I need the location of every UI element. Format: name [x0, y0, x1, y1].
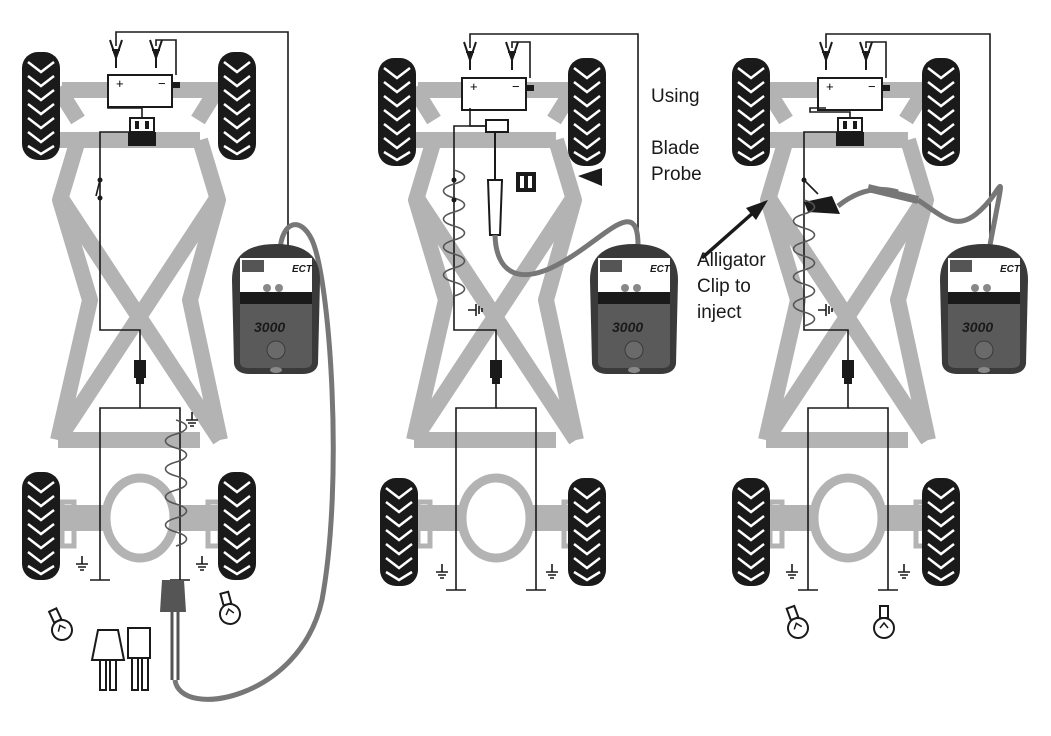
ect-tester: ECT OPEN SHORT 3000 — [590, 244, 678, 374]
battery-plus-label: + — [826, 79, 834, 94]
alligator-clip-callout: Alligator Clip to inject — [697, 250, 766, 323]
ground-symbol — [435, 563, 449, 579]
spare-connector — [127, 627, 151, 691]
bulb — [873, 605, 895, 639]
battery-plus-label: + — [470, 79, 478, 94]
removed-fuse — [516, 172, 536, 192]
blade-probe — [486, 132, 641, 278]
tire-rear-left — [730, 476, 772, 588]
device-model-label: ECT — [292, 264, 313, 275]
tester-lead — [172, 222, 336, 702]
ground-symbol — [785, 563, 799, 579]
fuse-slot — [485, 119, 509, 133]
open-label: OPEN — [244, 286, 264, 293]
wire-connector — [134, 360, 146, 384]
tire-rear-left — [20, 470, 62, 582]
ect-tester: ECT OPEN SHORT 3000 — [940, 244, 1028, 374]
battery-minus-label: − — [512, 79, 520, 94]
tire-rear-left — [378, 476, 420, 588]
circuit-wiring — [453, 33, 639, 590]
short-label: SHORT — [992, 286, 1017, 293]
panel-2: + − — [376, 33, 641, 591]
battery-minus-label: − — [158, 76, 166, 91]
fuse-box — [127, 117, 157, 147]
counter-label: 3000 — [962, 319, 993, 335]
panel-1: + − — [20, 31, 336, 702]
tire-rear-right — [920, 476, 962, 588]
wire-connector — [842, 360, 854, 384]
open-label: OPEN — [952, 286, 972, 293]
ground-symbol — [897, 563, 911, 579]
tire-rear-right — [566, 476, 608, 588]
ground-symbol — [195, 555, 209, 571]
alligator-clip — [804, 184, 1003, 246]
wire-connector — [490, 360, 502, 384]
tire-front-right — [216, 50, 258, 162]
open-label: OPEN — [602, 286, 622, 293]
ground-symbol — [545, 563, 559, 579]
panel-3: + − — [700, 33, 1003, 642]
counter-label: 3000 — [254, 319, 285, 335]
car-chassis — [55, 88, 230, 558]
ground-symbol — [75, 555, 89, 571]
tire-rear-right — [216, 470, 258, 582]
circuit-wiring — [803, 33, 991, 590]
counter-label: 3000 — [612, 319, 643, 335]
bulb — [42, 604, 77, 645]
device-model-label: ECT — [650, 264, 671, 275]
device-model-label: ECT — [1000, 264, 1021, 275]
car-chassis — [763, 88, 938, 558]
tire-front-right — [566, 56, 608, 168]
tire-front-left — [20, 50, 62, 162]
battery-plus-label: + — [116, 76, 124, 91]
spare-connector — [90, 629, 126, 691]
car-chassis — [411, 88, 586, 558]
tire-front-left — [730, 56, 772, 168]
tire-front-left — [376, 56, 418, 168]
pointer-arrow — [578, 168, 602, 186]
ground-symbol — [817, 303, 833, 317]
fuse-box — [835, 117, 865, 147]
pointer-arrowhead — [746, 200, 768, 220]
short-label: SHORT — [284, 286, 309, 293]
bulb — [780, 602, 812, 642]
bulb — [213, 589, 244, 628]
ect-tester: ECT OPEN SHORT 3000 — [232, 244, 320, 374]
circuit-wiring — [95, 31, 289, 580]
battery-minus-label: − — [868, 79, 876, 94]
pointer-arrow — [700, 210, 756, 260]
tire-front-right — [920, 56, 962, 168]
blade-probe-callout: Using Blade Probe — [651, 86, 702, 185]
connector-plug — [160, 580, 186, 680]
short-label: SHORT — [642, 286, 667, 293]
